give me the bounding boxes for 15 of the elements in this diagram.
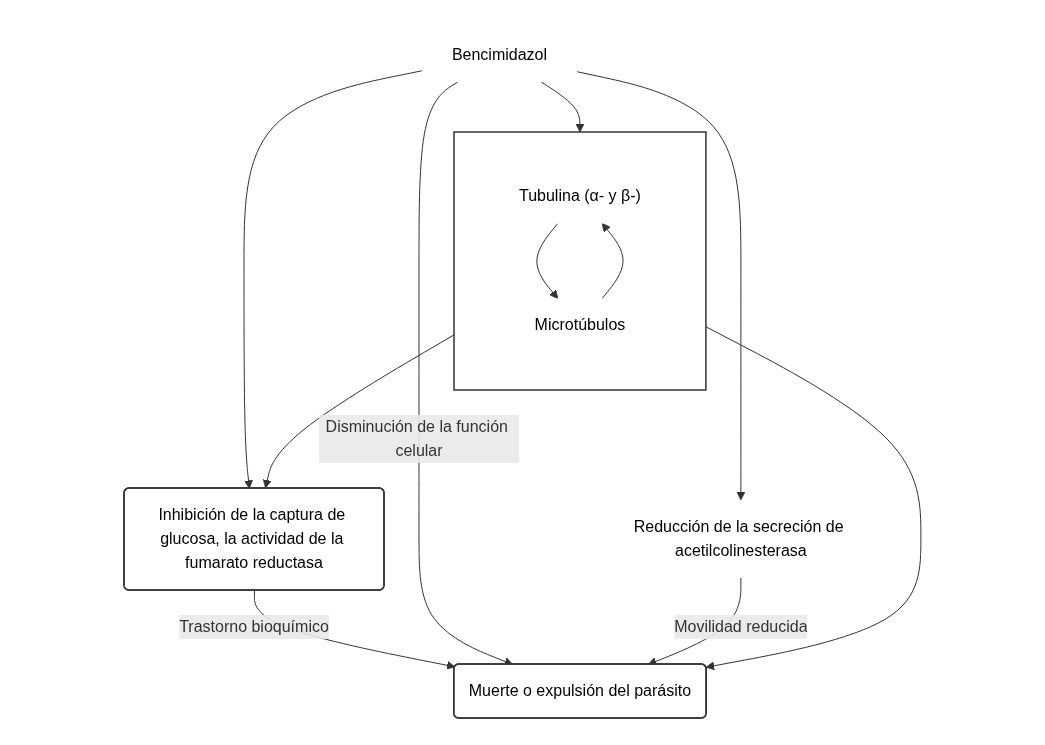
arrow <box>536 222 559 299</box>
node-text: Bencimidazol <box>451 45 548 63</box>
arrow <box>705 325 922 670</box>
cluster <box>453 130 707 391</box>
arrow <box>576 70 746 500</box>
node-text: Tubulina (α- y β-) <box>519 187 641 204</box>
edge-label: Movilidad reducida <box>674 617 808 635</box>
edge-label: Disminución de la función celular <box>325 417 508 459</box>
node-text: Reducción de la secreción de acetilcolinesterasa <box>633 517 844 559</box>
arrow <box>601 222 624 299</box>
edge-label: Trastorno bioquímico <box>179 617 329 635</box>
arrow <box>263 333 455 488</box>
arrow <box>243 69 423 489</box>
arrow <box>540 81 585 132</box>
node-text: Microtúbulos <box>534 315 626 333</box>
